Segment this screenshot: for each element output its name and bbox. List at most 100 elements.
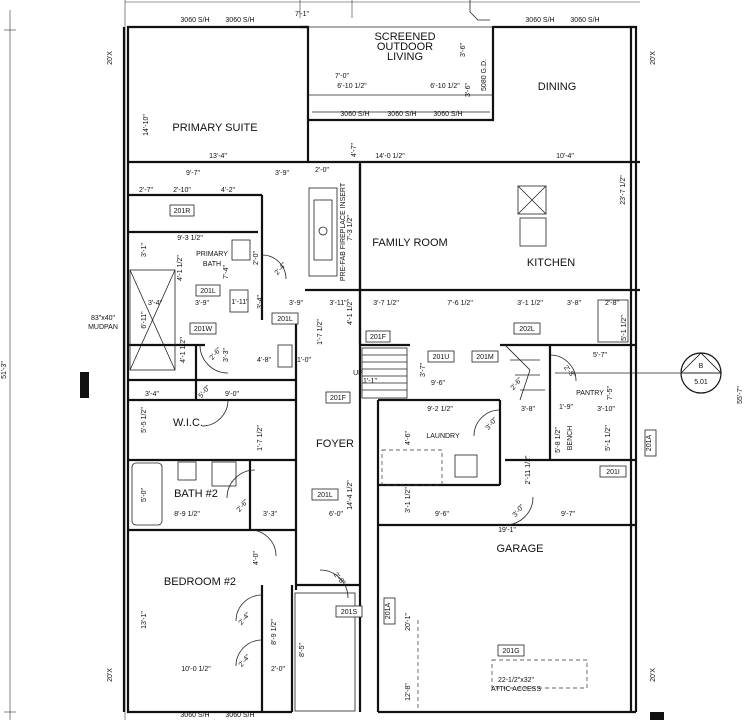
kitchen-label: KITCHEN (527, 257, 575, 269)
section-marker: B 5.01 (80, 352, 722, 398)
screened-porch (308, 0, 493, 113)
dim-label: 19'-1" (498, 527, 516, 534)
attic-hatch-zone (491, 659, 588, 689)
dim-label: 4'-8" (257, 357, 271, 364)
dim-label: 7'-5" (607, 386, 614, 400)
dim-label: 1'-7 1/2" (317, 319, 324, 345)
door-swings (199, 254, 577, 667)
dim-label: 7'-1" (295, 11, 309, 18)
dim-label: 3'-4" (148, 300, 162, 307)
dim-label: 20'X (650, 51, 657, 65)
dim-label: 3'-6" (465, 83, 472, 97)
laundry-label: LAUNDRY (426, 433, 460, 440)
door-tag: 201L (317, 492, 333, 499)
dim-label: 5'-0" (141, 488, 148, 502)
dim-label: 8'-9 1/2" (271, 619, 278, 645)
dim-label: 9'-6" (435, 511, 449, 518)
hall-toilet (277, 344, 293, 368)
mudpan-label-2: MUDPAN (88, 324, 118, 331)
screened-label-3: LIVING (387, 51, 423, 63)
dim-label: 5'-5 1/2" (141, 407, 148, 433)
dim-label: 2'-0" (253, 251, 260, 265)
dim-label: 9'-7" (186, 170, 200, 177)
dim-label: 2'-4" (238, 653, 253, 669)
dim-label: 3'-1 1/2" (517, 300, 543, 307)
attic-label-1: 22-1/2"x32" (498, 677, 535, 684)
door-tag: 201L (200, 288, 216, 295)
dim-label: 3'-9" (289, 300, 303, 307)
dim-label: 7'-3 1/2" (347, 215, 354, 241)
dim-label: 14'-0 1/2" (375, 153, 405, 160)
door-tag: 201M (476, 354, 494, 361)
dim-label: 8'-9 1/2" (174, 511, 200, 518)
dim-label: 3'-1 1/2" (405, 487, 412, 513)
dim-label: 20'X (107, 51, 114, 65)
window-label: 3060 S/H (225, 712, 254, 719)
dim-label: 3'-10" (597, 406, 615, 413)
fireplace-label: PRE-FAB FIREPLACE INSERT (340, 182, 347, 281)
mudpan-label-1: 83"x40" (91, 315, 116, 322)
dim-label: 10'-0 1/2" (181, 666, 211, 673)
dim-label: 3'-3" (223, 348, 230, 362)
door-tag: 201U (433, 354, 450, 361)
dim-label: 7'-4" (223, 265, 230, 279)
room-labels: SCREENED OUTDOOR LIVING DINING PRIMARY S… (88, 31, 604, 693)
dim-label: 23'-7 1/2" (620, 175, 627, 205)
dim-label: 51'-3" (1, 361, 8, 379)
bath2-toilet (177, 461, 197, 481)
door-tag: 201R (174, 208, 191, 215)
dim-label: 13'-4" (209, 153, 227, 160)
primary-bath-label-1: PRIMARY (196, 251, 228, 258)
window-label: 3060 S/H (570, 17, 599, 24)
dim-label: 2'-10" (173, 187, 191, 194)
dim-label: 1'-0" (297, 357, 311, 364)
dim-label: 4'-7" (351, 143, 358, 157)
stair (361, 344, 545, 401)
dim-label: 2'-6" (236, 498, 251, 514)
top-dimension-strings (4, 0, 640, 720)
laundry-sink (454, 454, 478, 478)
dim-label: 3'-7" (420, 363, 427, 377)
dim-label: 6'-0" (329, 511, 343, 518)
door-tag: 201F (370, 334, 386, 341)
door-tag: 201F (330, 395, 346, 402)
bedroom2-label: BEDROOM #2 (164, 576, 236, 588)
dim-label: 9'-6" (431, 380, 445, 387)
screened-label-2: OUTDOOR (377, 41, 433, 53)
foyer-label: FOYER (316, 438, 354, 450)
dim-label: 6'-11" (141, 311, 148, 329)
dim-label: 3'-8" (567, 300, 581, 307)
pantry-label: PANTRY (576, 390, 604, 397)
dim-label: 3'-9" (195, 300, 209, 307)
family-room-label: FAMILY ROOM (372, 237, 447, 249)
primary-suite-label: PRIMARY SUITE (172, 122, 257, 134)
door-tag: 201G (502, 648, 519, 655)
screened-label-1: SCREENED (374, 31, 435, 43)
stair-up-label: UP (353, 370, 363, 377)
dim-label: 4'-1 1/2" (177, 255, 184, 281)
window-label: 3060 S/H (525, 17, 554, 24)
window-label: 3060 S/H (180, 712, 209, 719)
door-tag: 201S (341, 609, 358, 616)
dim-label: 5'-1 1/2" (605, 425, 612, 451)
dim-label: 3'-4" (257, 295, 264, 309)
dim-label: 14'-10" (143, 114, 150, 136)
washer-dryer-zone (381, 449, 443, 486)
dim-label: 20'X (650, 668, 657, 682)
dim-label: 3'-0" (512, 503, 527, 519)
dim-label: 2'-6" (510, 376, 525, 392)
door-tag: 201L (277, 316, 293, 323)
door-tag: 201A (646, 435, 653, 452)
window-label: 3060 S/H (433, 111, 462, 118)
bath2-label: BATH #2 (174, 488, 218, 500)
window-label: 3060 S/H (225, 17, 254, 24)
dim-label: 2'-0" (271, 666, 285, 673)
fireplace (308, 187, 338, 277)
garage-label: GARAGE (496, 543, 543, 555)
door-tag: 201A (385, 603, 392, 620)
dim-label: 10'-4" (556, 153, 574, 160)
primary-sink (231, 239, 251, 261)
plumbing-fixtures (129, 185, 588, 689)
foyer-closet (294, 592, 356, 712)
dim-label: 3'-0" (485, 416, 500, 432)
